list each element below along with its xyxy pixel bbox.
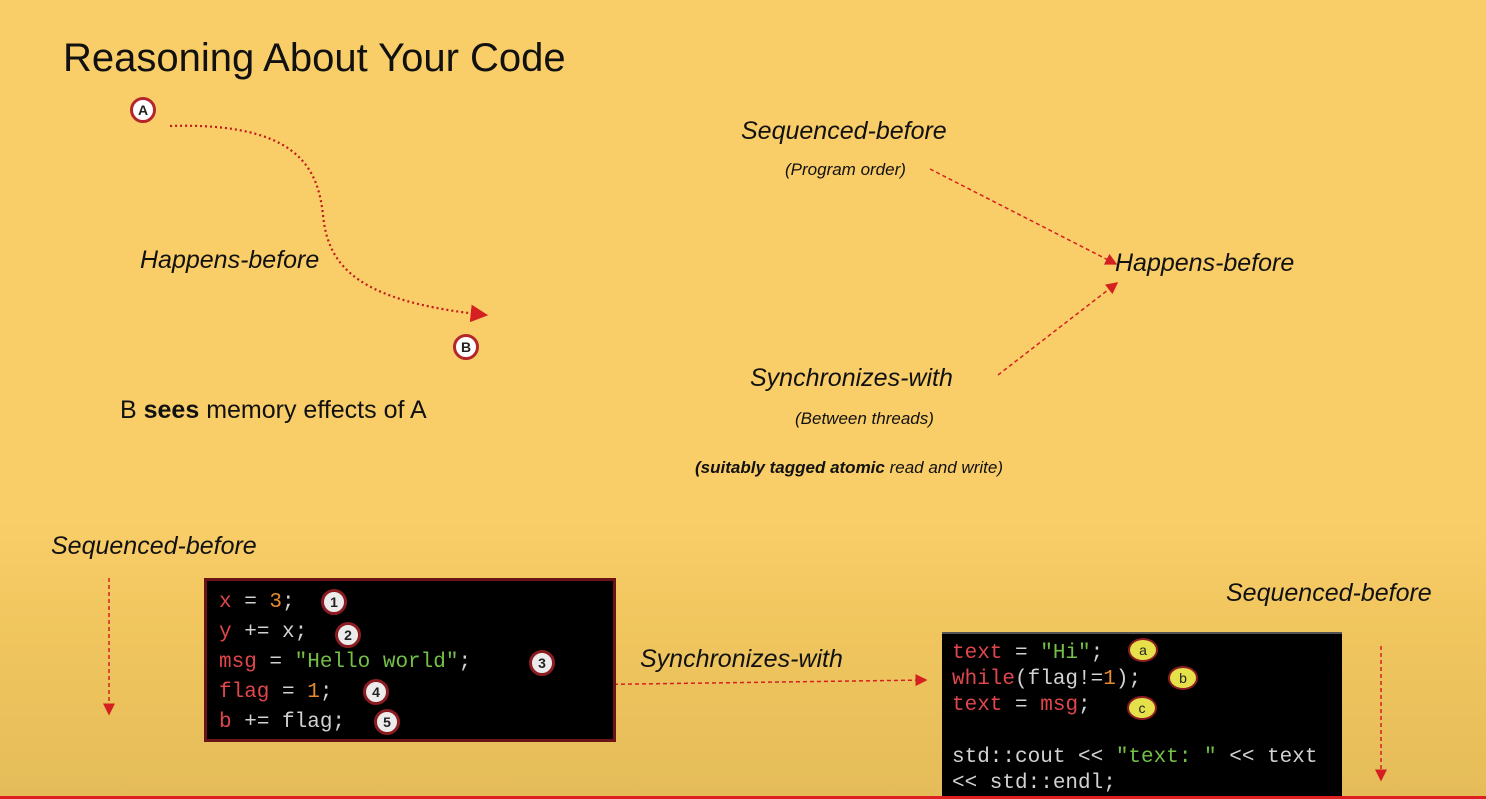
step-badge-5: 5 bbox=[374, 709, 400, 735]
code2-line-1: text = "Hi";a bbox=[952, 638, 1342, 668]
code-line-2: y += x;2 bbox=[219, 621, 613, 651]
code2-line-3: text = msg;c bbox=[952, 694, 1342, 720]
caption-pre: B bbox=[120, 396, 144, 424]
code-line-4: flag = 1;4 bbox=[219, 679, 613, 711]
step-badge-c: c bbox=[1127, 696, 1157, 720]
happens-before-label-right: Happens-before bbox=[1115, 249, 1295, 277]
sequenced-before-heading: Sequenced-before bbox=[741, 117, 947, 145]
code-block-thread-2: text = "Hi";a while(flag!=1);b text = ms… bbox=[942, 632, 1342, 799]
sequenced-before-left: Sequenced-before bbox=[51, 532, 257, 560]
code2-line-6: << std::endl; bbox=[952, 772, 1116, 795]
between-threads-arrow bbox=[997, 282, 1119, 376]
step-badge-3: 3 bbox=[529, 650, 555, 676]
code2-line-5: std::cout << "text: " << text bbox=[952, 746, 1318, 769]
code2-line-blank bbox=[952, 720, 1342, 746]
program-order-arrow bbox=[929, 168, 1118, 265]
step-badge-2: 2 bbox=[335, 622, 361, 648]
atomic-note: (suitably tagged atomic read and write) bbox=[695, 458, 1003, 478]
sees-caption: B sees memory effects of A bbox=[120, 396, 427, 425]
synchronizes-with-bottom: Synchronizes-with bbox=[640, 645, 843, 673]
atomic-note-rest: read and write) bbox=[884, 458, 1003, 477]
atomic-note-bold: (suitably tagged atomic bbox=[695, 458, 885, 477]
sequenced-before-right: Sequenced-before bbox=[1226, 579, 1432, 607]
node-a: A bbox=[130, 97, 156, 123]
step-badge-b: b bbox=[1168, 666, 1198, 690]
synchronizes-with-heading: Synchronizes-with bbox=[750, 364, 953, 392]
code-block-thread-1: x = 3;1 y += x;2 msg = "Hello world";3 f… bbox=[204, 578, 616, 742]
bottom-edge-bar bbox=[0, 796, 1486, 799]
between-threads-note: (Between threads) bbox=[795, 409, 934, 428]
step-badge-1: 1 bbox=[321, 589, 347, 615]
code2-line-2: while(flag!=1);b bbox=[952, 666, 1342, 694]
happens-before-arrow bbox=[169, 124, 489, 323]
program-order-note: (Program order) bbox=[785, 160, 906, 179]
slide-title: Reasoning About Your Code bbox=[63, 36, 566, 80]
happens-before-label-left: Happens-before bbox=[140, 246, 320, 274]
code-line-5: b += flag;5 bbox=[219, 709, 613, 741]
node-b: B bbox=[453, 334, 479, 360]
caption-bold: sees bbox=[143, 396, 200, 424]
code-line-1: x = 3;1 bbox=[219, 589, 613, 621]
code-line-3: msg = "Hello world";3 bbox=[219, 650, 613, 681]
caption-post: memory effects of A bbox=[199, 396, 427, 424]
step-badge-a: a bbox=[1128, 638, 1158, 662]
step-badge-4: 4 bbox=[363, 679, 389, 705]
